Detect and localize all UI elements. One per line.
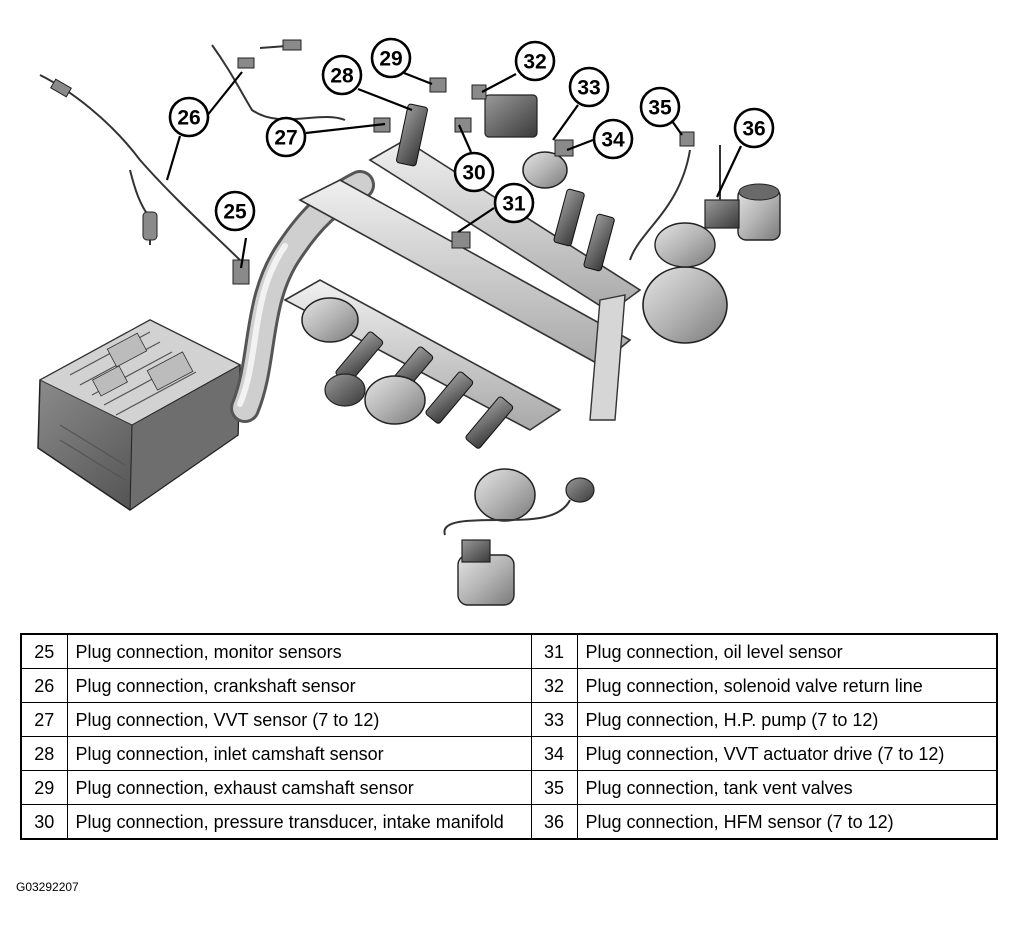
legend-description: Plug connection, solenoid valve return l… xyxy=(576,668,998,703)
callout-30: 30 xyxy=(453,151,495,193)
legend-row: 29 Plug connection, exhaust camshaft sen… xyxy=(20,770,998,805)
legend-description: Plug connection, pressure transducer, in… xyxy=(66,804,532,840)
svg-text:30: 30 xyxy=(462,162,485,185)
svg-text:28: 28 xyxy=(330,65,354,88)
legend-description: Plug connection, monitor sensors xyxy=(66,633,532,669)
legend-number: 34 xyxy=(530,736,578,771)
svg-text:31: 31 xyxy=(502,193,526,216)
legend-row: 28 Plug connection, inlet camshaft senso… xyxy=(20,736,998,771)
svg-text:33: 33 xyxy=(577,77,600,100)
svg-text:32: 32 xyxy=(523,51,546,74)
figure-code: G03292207 xyxy=(16,880,79,894)
legend-number: 27 xyxy=(20,702,68,737)
legend-number: 26 xyxy=(20,668,68,703)
svg-text:29: 29 xyxy=(379,48,402,71)
control-unit-box xyxy=(37,319,242,511)
leader-lines xyxy=(165,71,742,269)
callout-25: 25 xyxy=(214,190,256,232)
legend-number: 32 xyxy=(530,668,578,703)
legend-number: 30 xyxy=(20,804,68,840)
legend-description: Plug connection, HFM sensor (7 to 12) xyxy=(576,804,998,840)
callout-34: 34 xyxy=(592,118,634,160)
legend-description: Plug connection, VVT actuator drive (7 t… xyxy=(576,736,998,771)
svg-text:26: 26 xyxy=(177,107,200,130)
callout-31: 31 xyxy=(493,182,535,224)
legend-number: 29 xyxy=(20,770,68,805)
legend-description: Plug connection, oil level sensor xyxy=(576,633,998,669)
svg-text:36: 36 xyxy=(742,118,765,141)
sensor-plugs xyxy=(50,39,695,285)
callout-29: 29 xyxy=(370,37,412,79)
callout-26: 26 xyxy=(168,96,210,138)
legend-description: Plug connection, exhaust camshaft sensor xyxy=(66,770,532,805)
callout-33: 33 xyxy=(568,66,610,108)
svg-text:34: 34 xyxy=(601,129,625,152)
callout-32: 32 xyxy=(514,40,556,82)
svg-text:27: 27 xyxy=(274,127,297,150)
legend-number: 36 xyxy=(530,804,578,840)
legend-number: 31 xyxy=(530,633,578,669)
legend-description: Plug connection, inlet camshaft sensor xyxy=(66,736,532,771)
legend-table: 25 Plug connection, monitor sensors 31 P… xyxy=(20,633,998,840)
svg-text:35: 35 xyxy=(648,97,672,120)
legend-number: 28 xyxy=(20,736,68,771)
svg-text:25: 25 xyxy=(223,201,247,224)
legend-description: Plug connection, tank vent valves xyxy=(576,770,998,805)
legend-row: 26 Plug connection, crankshaft sensor 32… xyxy=(20,668,998,703)
callout-36: 36 xyxy=(733,107,775,149)
legend-number: 35 xyxy=(530,770,578,805)
callout-35: 35 xyxy=(639,86,681,128)
engine-components xyxy=(301,94,781,606)
legend-number: 33 xyxy=(530,702,578,737)
legend-row: 30 Plug connection, pressure transducer,… xyxy=(20,804,998,840)
engine-wiring-harness-illustration: 25 26 27 28 29 30 31 32 33 34 35 36 xyxy=(37,37,781,606)
callout-27: 27 xyxy=(265,116,307,158)
legend-description: Plug connection, H.P. pump (7 to 12) xyxy=(576,702,998,737)
ignition-coils xyxy=(335,103,615,449)
legend-description: Plug connection, VVT sensor (7 to 12) xyxy=(66,702,532,737)
callout-28: 28 xyxy=(321,54,363,96)
legend-number: 25 xyxy=(20,633,68,669)
legend-row: 27 Plug connection, VVT sensor (7 to 12)… xyxy=(20,702,998,737)
legend-row: 25 Plug connection, monitor sensors 31 P… xyxy=(20,633,998,669)
legend-description: Plug connection, crankshaft sensor xyxy=(66,668,532,703)
